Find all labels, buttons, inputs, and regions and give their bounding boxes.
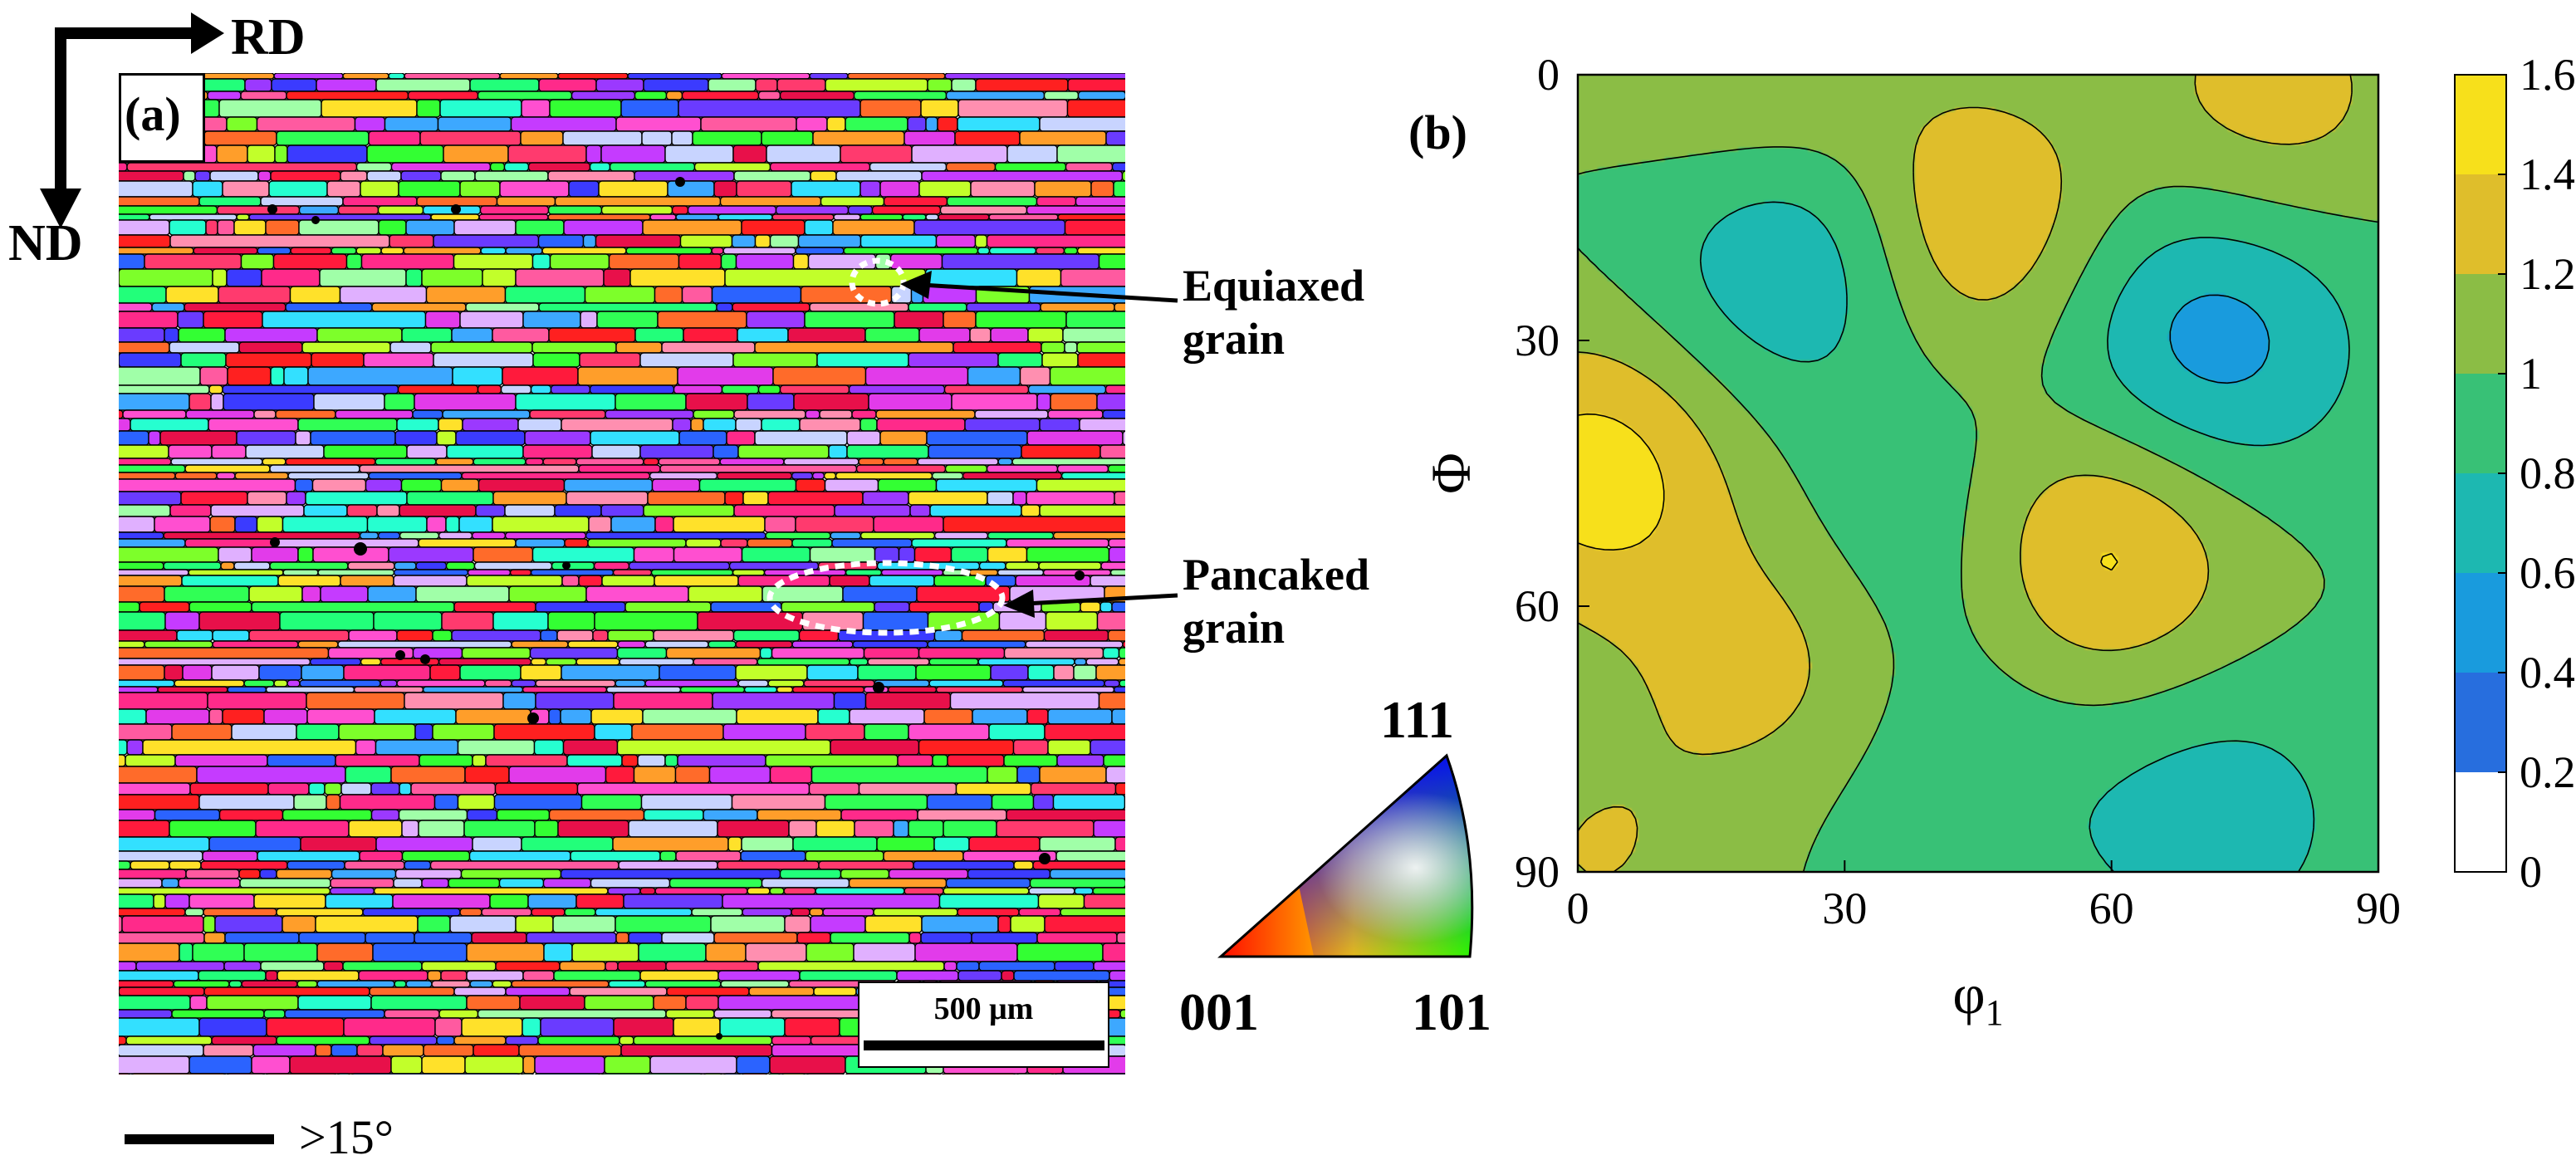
equiaxed-grain-marker bbox=[849, 257, 907, 307]
x-axis-label: φ1 bbox=[1952, 962, 2003, 1033]
y-axis-label: Φ bbox=[1419, 453, 1482, 494]
colorbar-tick-label: 0.4 bbox=[2520, 648, 2574, 698]
arrow-head-icon bbox=[900, 271, 932, 299]
colorbar-band bbox=[2455, 75, 2506, 174]
colorbar-tick-label: 0.2 bbox=[2520, 747, 2574, 797]
ipf-label-101: 101 bbox=[1412, 982, 1491, 1041]
colorbar-tick-label: 1 bbox=[2520, 349, 2542, 399]
x-tick-label: 90 bbox=[2356, 884, 2401, 933]
plot-frame bbox=[1576, 73, 2380, 874]
colorbar-tick-label: 1.4 bbox=[2520, 149, 2574, 199]
odf-contour-lines bbox=[1577, 74, 2379, 873]
y-tick-label: 30 bbox=[1515, 316, 1560, 365]
x-tick-label: 30 bbox=[1822, 884, 1867, 933]
arrow-head-icon bbox=[1003, 590, 1035, 618]
pancaked-grain-marker bbox=[766, 560, 1006, 636]
rd-nd-axes-icon bbox=[40, 12, 224, 228]
equiaxed-label: Equiaxed grain bbox=[1183, 261, 1365, 364]
colorbar-band bbox=[2455, 374, 2506, 473]
boundary-legend-line bbox=[125, 1134, 274, 1144]
colorbar-band bbox=[2455, 174, 2506, 274]
panel-b-label: (b) bbox=[1408, 105, 1467, 159]
ipf-label-111: 111 bbox=[1380, 690, 1454, 749]
colorbar-band bbox=[2455, 274, 2506, 374]
colorbar-band bbox=[2455, 772, 2506, 872]
panel-a: RD ND (a) 500 μm Equiaxed grain Pancaked… bbox=[0, 0, 1369, 1170]
ipf-label-001: 001 bbox=[1179, 982, 1259, 1041]
pancaked-label: Pancaked grain bbox=[1183, 550, 1370, 653]
ipf-triangle-icon bbox=[1217, 753, 1474, 958]
colorbar-tick-label: 0.6 bbox=[2520, 548, 2574, 598]
y-tick-label: 90 bbox=[1515, 847, 1560, 897]
panel-a-label-box bbox=[119, 73, 205, 163]
panel-a-label: (a) bbox=[125, 87, 181, 141]
x-tick-label: 60 bbox=[2089, 884, 2134, 933]
annotation-overlay bbox=[766, 257, 1178, 636]
rd-label: RD bbox=[231, 9, 306, 66]
colorbar-tick-label: 1.2 bbox=[2520, 249, 2574, 299]
colorbar-tick-label: 0.8 bbox=[2520, 448, 2574, 498]
colorbar-tick-label: 0 bbox=[2520, 847, 2542, 897]
ipf-legend: 111 001 101 bbox=[1179, 689, 1528, 1055]
y-tick-label: 60 bbox=[1515, 581, 1560, 631]
scalebar-label: 500 μm bbox=[933, 991, 1034, 1026]
nd-label: ND bbox=[8, 215, 83, 272]
odf-contour-fill bbox=[1578, 75, 2378, 872]
boundary-legend-label: >15° bbox=[299, 1110, 394, 1164]
colorbar-band bbox=[2455, 473, 2506, 573]
scalebar-box bbox=[858, 982, 1109, 1068]
colorbar-tick-label: 1.6 bbox=[2520, 50, 2574, 100]
colorbar-band bbox=[2455, 673, 2506, 772]
x-tick-label: 0 bbox=[1567, 884, 1589, 933]
scalebar-line bbox=[864, 1040, 1104, 1050]
y-tick-label: 0 bbox=[1537, 50, 1560, 100]
colorbar-band bbox=[2455, 573, 2506, 673]
ebsd-ipf-map bbox=[119, 73, 1125, 1075]
